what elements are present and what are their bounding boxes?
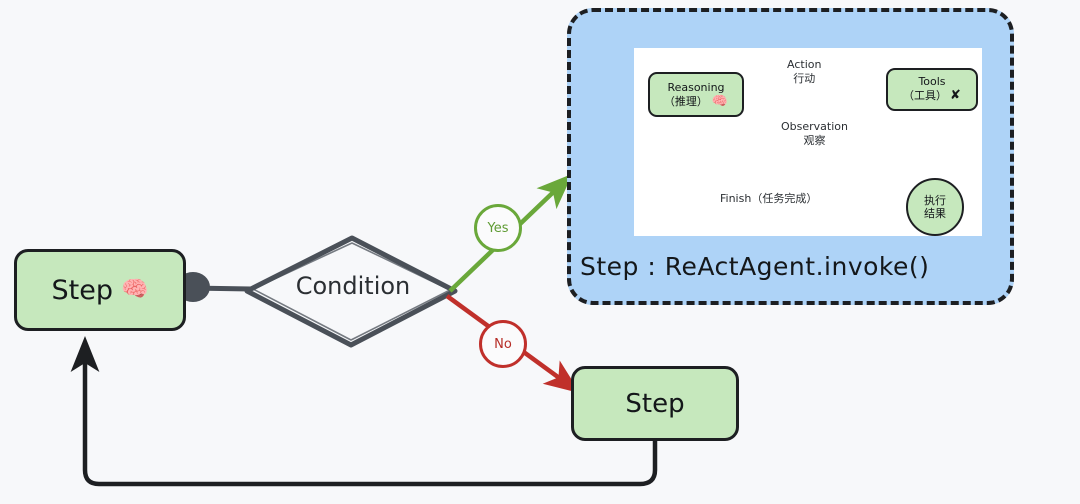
observation-label-zh: 观察 (803, 133, 826, 147)
tools-label-en: Tools (918, 74, 946, 88)
panel-caption: Step : ReActAgent.invoke() (580, 252, 930, 281)
step-to-condition-connector (176, 272, 252, 302)
reasoning-label-zh-row: （推理）🧠 (664, 95, 728, 109)
step-left-node[interactable]: Step 🧠 (14, 249, 186, 331)
result-label-line2: 结果 (924, 207, 946, 220)
tools-label-zh: （工具） (903, 89, 948, 103)
yes-badge[interactable]: Yes (474, 204, 522, 252)
no-badge[interactable]: No (479, 320, 527, 368)
result-node[interactable]: 执行 结果 (906, 178, 964, 236)
reasoning-label-zh: （推理） (663, 94, 708, 108)
tools-label-zh-row: （工具）✘ (903, 88, 961, 104)
step-bottom-node[interactable]: Step (571, 366, 739, 441)
tools-cross-icon: ✘ (950, 88, 961, 104)
finish-edge-label: Finish（任务完成） (720, 192, 818, 205)
action-label-en: Action (787, 58, 822, 71)
step-left-label: Step (51, 274, 114, 306)
brain-icon: 🧠 (711, 93, 729, 109)
action-label-zh: 行动 (793, 71, 816, 85)
condition-label: Condition (295, 272, 411, 300)
reasoning-label-en: Reasoning (667, 80, 725, 94)
tools-node[interactable]: Tools （工具）✘ (886, 68, 978, 111)
action-edge-label: Action 行动 (787, 58, 821, 86)
result-label-line1: 执行 (924, 193, 946, 207)
step-bottom-label: Step (625, 388, 685, 419)
observation-edge-label: Observation 观察 (781, 120, 848, 148)
reasoning-node[interactable]: Reasoning （推理）🧠 (648, 72, 744, 117)
loop-back-arrow (70, 336, 658, 487)
brain-icon: 🧠 (121, 277, 149, 302)
observation-label-en: Observation (781, 120, 848, 133)
